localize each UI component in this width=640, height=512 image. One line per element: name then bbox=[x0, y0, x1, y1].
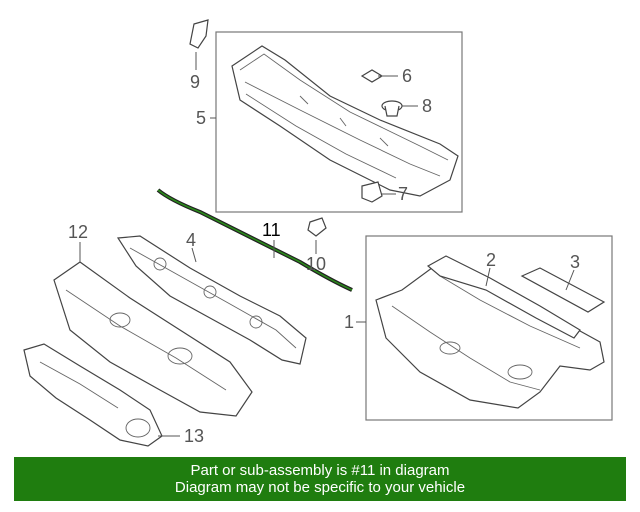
callout-2: 2 bbox=[486, 250, 496, 270]
dash-panel-4 bbox=[116, 235, 307, 365]
callout-8: 8 bbox=[422, 96, 432, 116]
notice-banner: Part or sub-assembly is #11 in diagram D… bbox=[14, 457, 626, 501]
cowl-panel-box bbox=[365, 235, 613, 421]
notice-line-1: Part or sub-assembly is #11 in diagram bbox=[190, 462, 450, 479]
callout-12: 12 bbox=[68, 222, 88, 242]
clip-9 bbox=[189, 19, 209, 49]
callout-6: 6 bbox=[402, 66, 412, 86]
leader-lines bbox=[79, 52, 575, 437]
callout-5: 5 bbox=[196, 108, 206, 128]
dash-insulator-12 bbox=[53, 261, 253, 417]
callout-4: 4 bbox=[186, 230, 196, 250]
callout-7: 7 bbox=[398, 184, 408, 204]
callout-1: 1 bbox=[344, 312, 354, 332]
callout-9: 9 bbox=[190, 72, 200, 92]
clip-10 bbox=[307, 217, 327, 237]
seal-2 bbox=[426, 255, 581, 339]
pad-3 bbox=[520, 267, 606, 313]
callout-11: 11 bbox=[262, 220, 281, 240]
callout-10: 10 bbox=[306, 254, 326, 274]
cowl-top-box bbox=[215, 31, 463, 213]
lower-insulator-13 bbox=[23, 343, 163, 447]
grommet-8 bbox=[381, 100, 403, 117]
weatherstrip-11 bbox=[156, 188, 353, 292]
cowl-top-grille bbox=[231, 45, 459, 197]
callout-13: 13 bbox=[184, 426, 204, 446]
cap-7 bbox=[361, 181, 383, 203]
callout-3: 3 bbox=[570, 252, 580, 272]
notice-line-2: Diagram may not be specific to your vehi… bbox=[174, 479, 466, 496]
